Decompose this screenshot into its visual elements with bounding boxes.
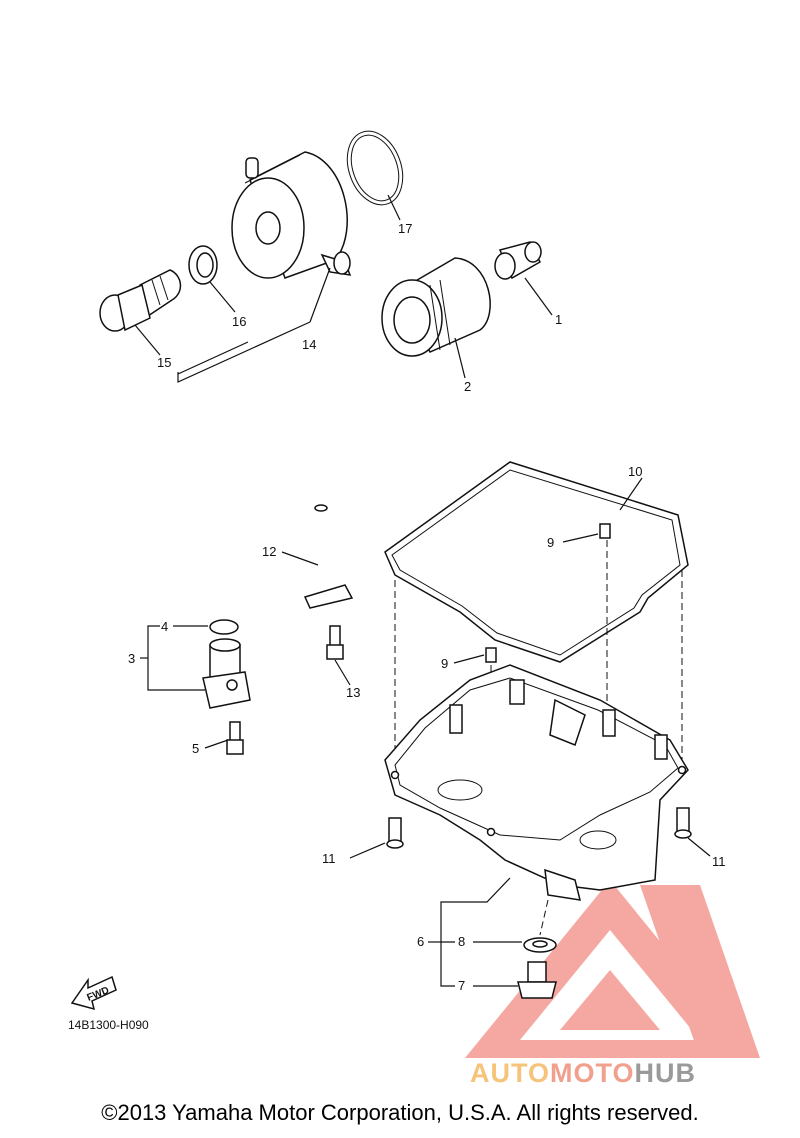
bolt-part-11-right bbox=[674, 807, 692, 839]
callout-17: 17 bbox=[398, 221, 412, 236]
callout-10: 10 bbox=[628, 464, 642, 479]
o-ring-part-4 bbox=[209, 619, 239, 635]
callout-numbers: 1 2 3 4 5 6 7 8 9 9 10 11 11 12 13 14 15… bbox=[128, 221, 726, 993]
oil-cooler-part-14 bbox=[231, 151, 352, 279]
callout-6: 6 bbox=[417, 934, 424, 949]
callout-9-upper: 9 bbox=[547, 535, 554, 550]
callout-7: 7 bbox=[458, 978, 465, 993]
callout-5: 5 bbox=[192, 741, 199, 756]
bolt-part-13 bbox=[326, 625, 344, 660]
callout-1: 1 bbox=[555, 312, 562, 327]
callout-15: 15 bbox=[157, 355, 171, 370]
callout-14: 14 bbox=[302, 337, 316, 352]
callout-16: 16 bbox=[232, 314, 246, 329]
oil-filter-part-2 bbox=[381, 257, 491, 357]
callout-11-left: 11 bbox=[322, 851, 336, 866]
callout-4: 4 bbox=[161, 619, 168, 634]
union-bolt-part-15 bbox=[99, 269, 182, 332]
watermark-part-moto: MOTO bbox=[550, 1058, 635, 1088]
washer-part-8 bbox=[523, 937, 557, 953]
copyright-notice: ©2013 Yamaha Motor Corporation, U.S.A. A… bbox=[101, 1100, 699, 1125]
watermark-logo bbox=[465, 880, 760, 1058]
callout-9-lower: 9 bbox=[441, 656, 448, 671]
callout-12: 12 bbox=[262, 544, 276, 559]
oil-pan bbox=[384, 664, 689, 901]
callout-3: 3 bbox=[128, 651, 135, 666]
gasket-part-10 bbox=[384, 461, 689, 663]
dowel-pin-part-9-upper bbox=[599, 523, 611, 539]
leader-lines-lower bbox=[140, 477, 711, 987]
callout-11-right: 11 bbox=[712, 854, 726, 869]
bolt-part-11-left bbox=[386, 817, 404, 849]
fwd-arrow-icon: FWD bbox=[70, 975, 117, 1011]
diagram-code: 14B1300-H090 bbox=[68, 1018, 149, 1032]
dowel-pin-part-9-lower bbox=[485, 647, 497, 663]
callout-2: 2 bbox=[464, 379, 471, 394]
watermark-text: AUTOMOTOHUB bbox=[470, 1058, 696, 1089]
watermark-part-auto: AUTO bbox=[470, 1058, 551, 1088]
drain-bolt-part-7 bbox=[517, 961, 557, 999]
watermark-part-hub: HUB bbox=[634, 1058, 697, 1088]
callout-13: 13 bbox=[346, 685, 360, 700]
o-ring-part-17 bbox=[346, 130, 404, 206]
bolt-part-5 bbox=[226, 721, 244, 755]
pump-part-3 bbox=[202, 638, 251, 709]
washer-part-16 bbox=[188, 245, 218, 285]
callout-8: 8 bbox=[458, 934, 465, 949]
pipe-part-12 bbox=[296, 504, 354, 669]
leader-lines-top bbox=[134, 194, 553, 383]
fitting-part-1 bbox=[494, 241, 542, 280]
